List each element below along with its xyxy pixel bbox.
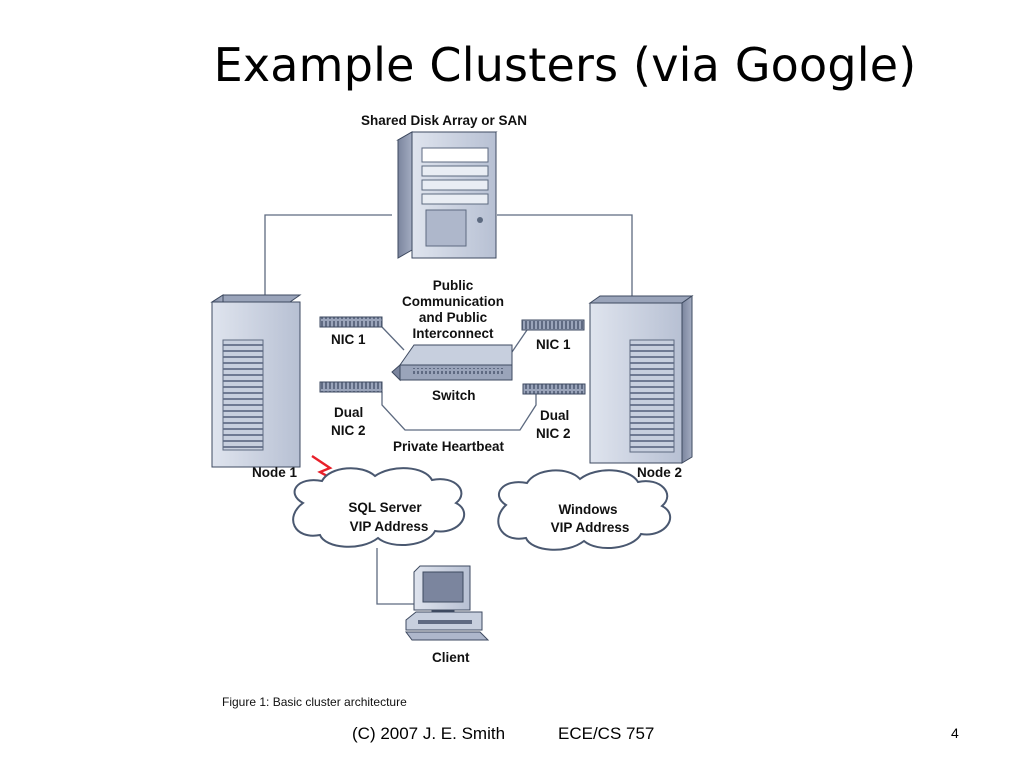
network-switch (391, 344, 513, 382)
footer-course: ECE/CS 757 (558, 724, 655, 743)
disk-array-side (397, 131, 413, 259)
public-label-line3: and Public (419, 310, 488, 325)
dual-nic-left-line1: Dual (334, 405, 363, 420)
public-label-line2: Communication (402, 294, 504, 309)
dual-nic-right-line2: NIC 2 (536, 426, 571, 441)
public-label-line4: Interconnect (412, 326, 494, 341)
slide-title: Example Clusters (via Google) (213, 38, 917, 92)
node2-server (588, 295, 694, 464)
disk-to-node2-line (497, 214, 633, 297)
public-label-line1: Public (433, 278, 474, 293)
client-computer (405, 565, 490, 641)
dual-nic-right-line1: Dual (540, 408, 569, 423)
sql-server-cloud (292, 467, 466, 548)
nic1-left-label: NIC 1 (331, 332, 366, 347)
shared-disk-array (396, 131, 498, 259)
heartbeat-label: Private Heartbeat (393, 439, 505, 454)
dual-nic2-right-card (522, 383, 586, 395)
nic1-left-link (381, 326, 405, 351)
dual-nic-left-line2: NIC 2 (331, 423, 366, 438)
windows-cloud-line2: VIP Address (551, 520, 630, 535)
dual-nic2-left-card (319, 381, 383, 393)
windows-cloud-line1: Windows (558, 502, 617, 517)
sql-cloud-line1: SQL Server (348, 500, 422, 515)
nic1-right-label: NIC 1 (536, 337, 571, 352)
figure-caption: Figure 1: Basic cluster architecture (222, 695, 407, 709)
shared-disk-label: Shared Disk Array or SAN (361, 113, 527, 128)
heartbeat-link (381, 392, 537, 431)
node1-server (210, 294, 302, 468)
cloud-to-client-line (376, 548, 414, 605)
sql-cloud-line2: VIP Address (350, 519, 429, 534)
nic1-right-card (521, 319, 585, 331)
switch-label: Switch (432, 388, 476, 403)
footer-credit: (C) 2007 J. E. Smith (352, 724, 506, 743)
node2-label: Node 2 (637, 465, 682, 480)
slide-number: 4 (951, 725, 959, 741)
client-label: Client (432, 650, 470, 665)
node1-label: Node 1 (252, 465, 298, 480)
nic1-right-link (511, 329, 528, 353)
windows-cloud (497, 469, 672, 551)
disk-to-node1-line (264, 214, 392, 295)
nic1-left-card (319, 316, 383, 328)
connection-lines (264, 214, 633, 605)
